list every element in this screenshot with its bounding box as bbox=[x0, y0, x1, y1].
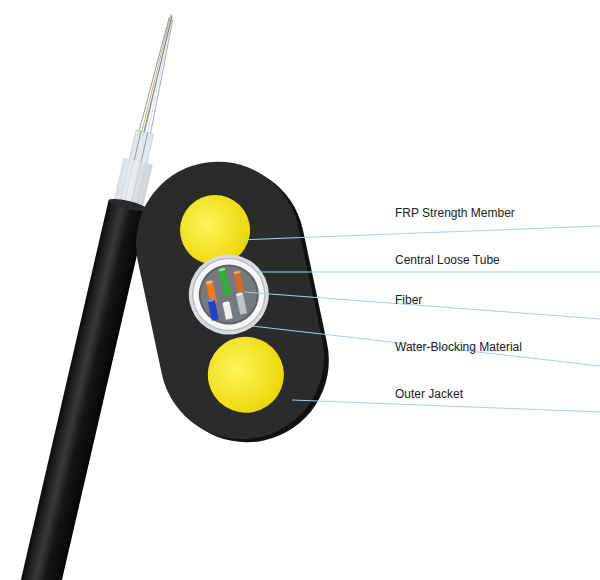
part-label: Outer Jacket bbox=[395, 387, 463, 401]
leader-lines bbox=[238, 226, 600, 412]
cable-cross-section bbox=[121, 146, 344, 459]
part-label: Central Loose Tube bbox=[395, 253, 500, 267]
part-label: Fiber bbox=[395, 293, 422, 307]
fibers bbox=[202, 264, 250, 322]
part-label: FRP Strength Member bbox=[395, 206, 515, 220]
part-label: Water-Blocking Material bbox=[395, 340, 522, 354]
